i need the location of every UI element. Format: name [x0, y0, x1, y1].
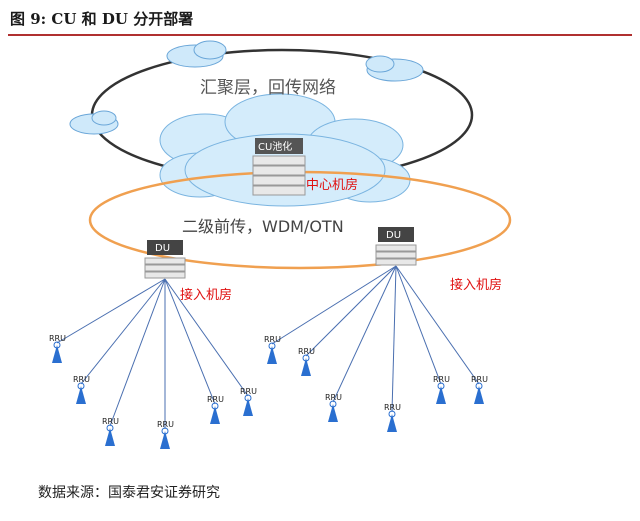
- antenna-icon: [301, 358, 311, 376]
- rru-label: RRU: [298, 347, 315, 356]
- link-right-4: [395, 265, 442, 385]
- central-office-label: 中心机房: [306, 177, 358, 193]
- small-cloud-top: [166, 40, 227, 68]
- link-left-4: [164, 278, 216, 405]
- rru-left-4: RRU: [207, 395, 224, 424]
- rru-right-3: RRU: [384, 403, 401, 432]
- antenna-icon: [76, 386, 86, 404]
- link-left-2: [109, 278, 166, 427]
- antenna-icon: [210, 406, 220, 424]
- link-left-0: [56, 278, 166, 344]
- fronthaul-label: 二级前传，WDM/OTN: [182, 217, 344, 236]
- link-right-0: [271, 265, 397, 345]
- rru-label: RRU: [207, 395, 224, 404]
- rru-left-0: RRU: [49, 334, 66, 363]
- link-right-5: [395, 265, 480, 385]
- link-left-5: [164, 278, 249, 397]
- rru-label: RRU: [433, 375, 450, 384]
- du-label-right: DU: [386, 230, 401, 241]
- antenna-icon: [243, 398, 253, 416]
- rru-right-5: RRU: [471, 375, 488, 404]
- rru-right-2: RRU: [325, 393, 342, 422]
- link-left-1: [80, 278, 166, 385]
- cu-label: CU池化: [258, 140, 292, 153]
- small-cloud-left: [69, 110, 119, 135]
- rru-sites: RRU RRU RRU RRU RRU RRU RRU RRU RRU RRU RRU RRU: [49, 334, 488, 449]
- rru-left-1: RRU: [73, 375, 90, 404]
- link-right-3: [391, 265, 397, 413]
- figure-title: 图 9: CU 和 DU 分开部署: [10, 10, 194, 28]
- antenna-icon: [328, 404, 338, 422]
- cu-server: CU池化: [252, 138, 306, 196]
- antenna-icon: [105, 428, 115, 446]
- rru-right-0: RRU: [264, 335, 281, 364]
- rru-label: RRU: [471, 375, 488, 384]
- du-server-left: DU: [144, 240, 186, 279]
- antenna-icon: [52, 345, 62, 363]
- rru-right-4: RRU: [433, 375, 450, 404]
- antenna-icon: [436, 386, 446, 404]
- du-server-right: DU: [375, 227, 417, 266]
- access-office-label-right: 接入机房: [450, 277, 502, 293]
- antenna-icon: [267, 346, 277, 364]
- rru-left-5: RRU: [240, 387, 257, 416]
- title-rule: [8, 34, 632, 36]
- antenna-icon: [387, 414, 397, 432]
- antenna-icon: [160, 431, 170, 449]
- figure-source: 数据来源：国泰君安证券研究: [38, 485, 220, 501]
- du-label-left: DU: [155, 243, 170, 254]
- access-office-label-left: 接入机房: [180, 287, 232, 303]
- small-cloud-right: [365, 55, 424, 82]
- antenna-icon: [474, 386, 484, 404]
- rru-label: RRU: [264, 335, 281, 344]
- rru-left-3: RRU: [157, 420, 174, 449]
- rru-label: RRU: [73, 375, 90, 384]
- rru-label: RRU: [49, 334, 66, 343]
- rru-label: RRU: [157, 420, 174, 429]
- rru-label: RRU: [102, 417, 119, 426]
- link-right-1: [305, 265, 397, 357]
- rru-label: RRU: [325, 393, 342, 402]
- rru-right-1: RRU: [298, 347, 315, 376]
- rru-label: RRU: [240, 387, 257, 396]
- aggregation-label: 汇聚层，回传网络: [200, 78, 336, 98]
- central-cloud: [159, 93, 411, 207]
- rru-label: RRU: [384, 403, 401, 412]
- link-right-2: [332, 265, 397, 403]
- du-rru-links: [56, 265, 480, 429]
- rru-left-2: RRU: [102, 417, 119, 446]
